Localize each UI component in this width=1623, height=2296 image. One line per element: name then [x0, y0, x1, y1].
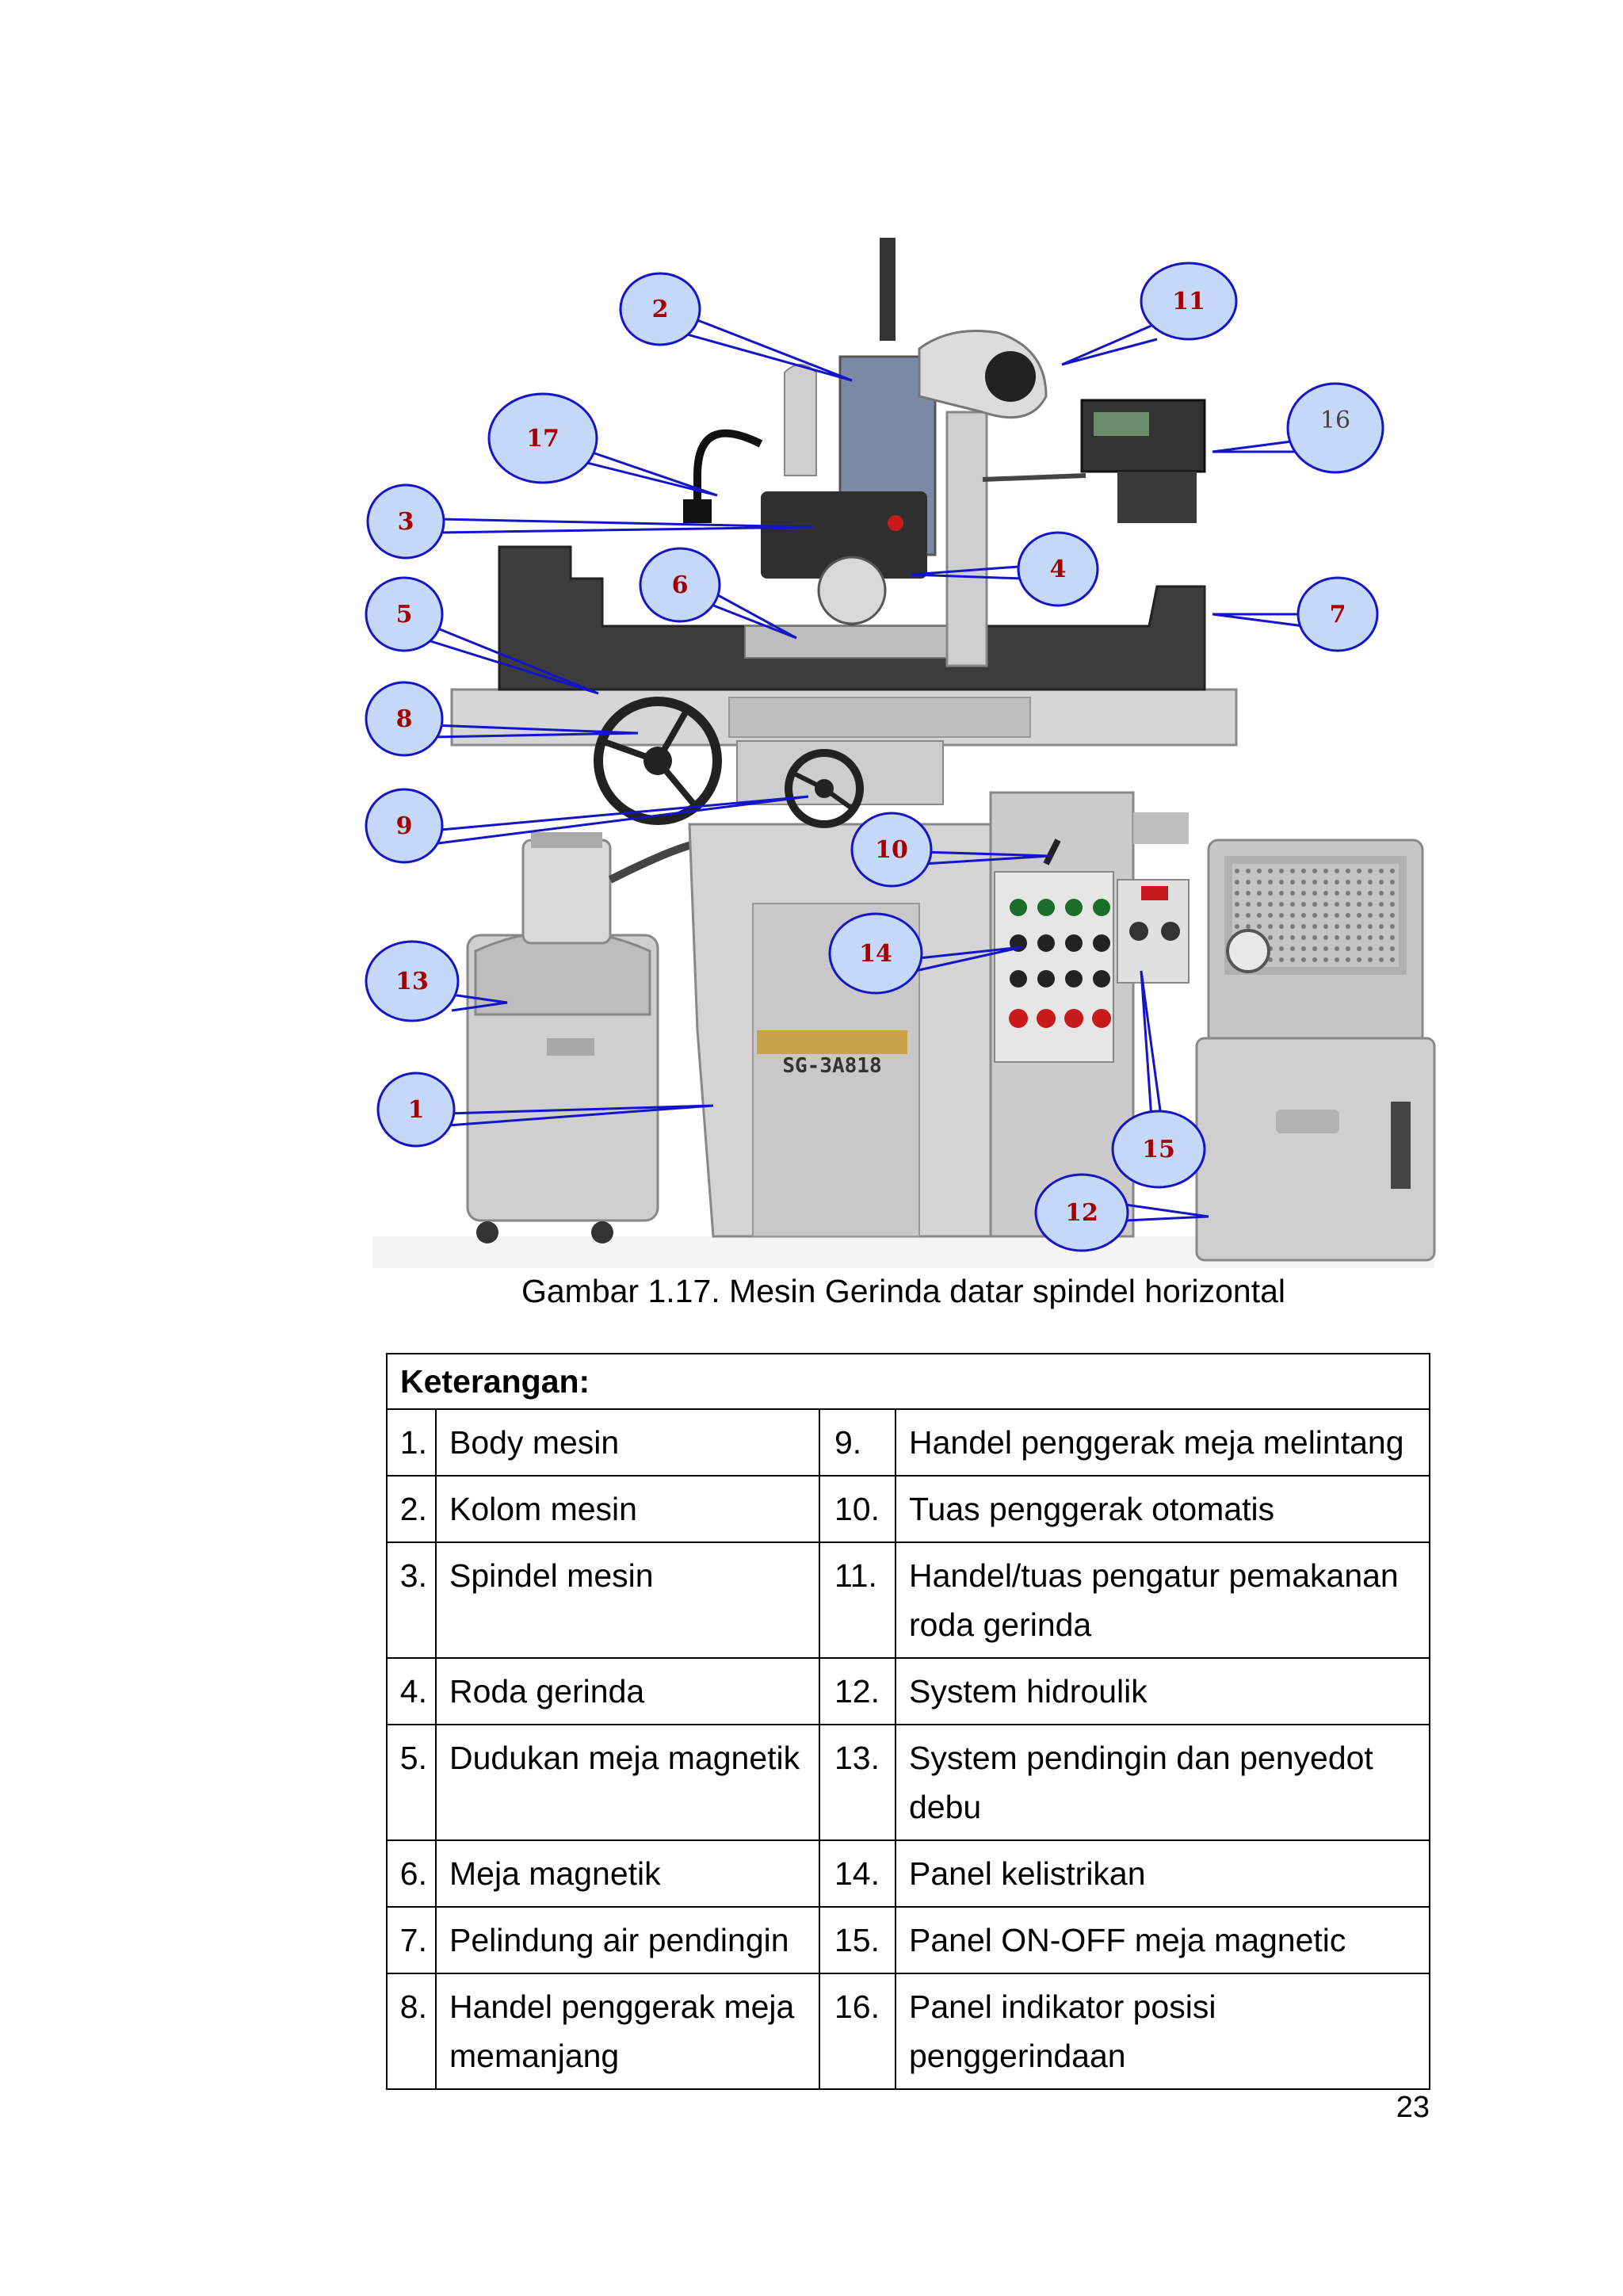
callout-17: 17 — [487, 392, 598, 484]
legend-text: Pelindung air pendingin — [435, 1906, 820, 1974]
legend-header: Keterangan: — [386, 1353, 1430, 1410]
legend-number: 5. — [386, 1724, 437, 1841]
legend-header-row: Keterangan: — [386, 1353, 1430, 1410]
machine-figure: SG-3A818 — [365, 238, 1436, 1268]
grinding-machine-illustration: SG-3A818 — [372, 238, 1436, 1268]
callout-16: 16 — [1286, 382, 1384, 474]
legend-text: Handel penggerak meja memanjang — [435, 1973, 820, 2090]
legend-number: 3. — [386, 1541, 437, 1659]
page-number: 23 — [1396, 2091, 1430, 2124]
svg-text:11: 11 — [1172, 288, 1205, 315]
svg-text:1: 1 — [408, 1096, 425, 1124]
legend-number: 7. — [386, 1906, 437, 1974]
legend-number: 4. — [386, 1657, 437, 1725]
svg-text:14: 14 — [859, 940, 892, 968]
legend-number: 8. — [386, 1973, 437, 2090]
callout-10: 10 — [850, 812, 933, 888]
legend-text: Tuas penggerak otomatis — [895, 1475, 1430, 1543]
legend-text: Spindel mesin — [435, 1541, 820, 1659]
machine-plate: SG-3A818 — [782, 1054, 881, 1078]
svg-text:16: 16 — [1320, 407, 1350, 434]
callout-11: 11 — [1140, 262, 1238, 341]
callout-pointers — [427, 315, 1304, 1222]
callout-3: 3 — [366, 483, 445, 560]
longitudinal-handwheel — [594, 697, 722, 825]
svg-text:4: 4 — [1050, 556, 1067, 583]
legend-text: System pendingin dan penyedot debu — [895, 1724, 1430, 1841]
svg-text:3: 3 — [398, 508, 414, 536]
legend-text: Roda gerinda — [435, 1657, 820, 1725]
callout-15: 15 — [1111, 1110, 1206, 1189]
legend-text: Kolom mesin — [435, 1475, 820, 1543]
legend-text: System hidroulik — [895, 1657, 1430, 1725]
legend-number: 11. — [819, 1541, 896, 1659]
legend-number: 15. — [819, 1906, 896, 1974]
callout-13: 13 — [365, 940, 460, 1022]
legend-number: 9. — [819, 1408, 896, 1477]
legend-text: Panel ON-OFF meja magnetic — [895, 1906, 1430, 1974]
legend-text: Handel/tuas pengatur pemakanan roda geri… — [895, 1541, 1430, 1659]
callout-1: 1 — [376, 1072, 456, 1148]
legend-text: Panel indikator posisi penggerindaan — [895, 1973, 1430, 2090]
figure-caption: Gambar 1.17. Mesin Gerinda datar spindel… — [521, 1273, 1286, 1309]
svg-text:2: 2 — [652, 296, 669, 323]
callout-5: 5 — [365, 576, 444, 652]
legend-text: Handel penggerak meja melintang — [895, 1408, 1430, 1477]
svg-text:6: 6 — [672, 571, 689, 599]
callout-4: 4 — [1017, 531, 1099, 607]
legend-number: 12. — [819, 1657, 896, 1725]
svg-text:5: 5 — [396, 601, 413, 628]
callout-bubbles: 1 2 3 4 5 6 7 8 9 10 11 12 13 14 15 16 1… — [365, 262, 1384, 1252]
svg-text:17: 17 — [526, 425, 559, 453]
legend-number: 14. — [819, 1839, 896, 1908]
callout-14: 14 — [828, 912, 923, 995]
callout-7: 7 — [1296, 576, 1379, 652]
legend-number: 6. — [386, 1839, 437, 1908]
legend-text: Body mesin — [435, 1408, 820, 1477]
svg-text:10: 10 — [875, 836, 908, 864]
cross-handwheel — [785, 749, 864, 828]
legend-number: 10. — [819, 1475, 896, 1543]
svg-text:8: 8 — [396, 705, 413, 733]
callout-2: 2 — [619, 272, 701, 346]
svg-text:12: 12 — [1065, 1199, 1098, 1227]
legend-text: Panel kelistrikan — [895, 1839, 1430, 1908]
svg-text:15: 15 — [1142, 1136, 1175, 1163]
callout-9: 9 — [365, 788, 444, 864]
callout-8: 8 — [365, 681, 444, 757]
legend-text: Dudukan meja magnetik — [435, 1724, 820, 1841]
callout-6: 6 — [639, 547, 721, 623]
legend-text: Meja magnetik — [435, 1839, 820, 1908]
svg-text:9: 9 — [396, 812, 413, 840]
legend-number: 2. — [386, 1475, 437, 1543]
callout-12: 12 — [1034, 1173, 1129, 1252]
legend-number: 13. — [819, 1724, 896, 1841]
svg-text:13: 13 — [395, 968, 429, 995]
svg-text:7: 7 — [1330, 601, 1346, 628]
legend-number: 1. — [386, 1408, 437, 1477]
legend-number: 16. — [819, 1973, 896, 2090]
